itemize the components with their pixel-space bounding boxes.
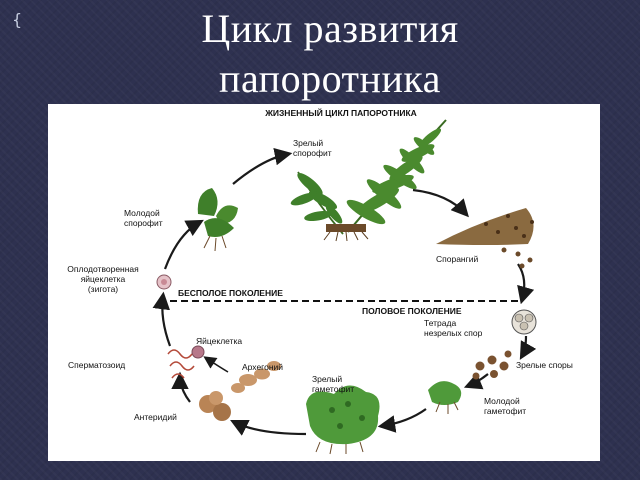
arrow-sporangium-to-tetrad [517,263,535,305]
archegonium-image [231,361,281,393]
label-egg-cell: Яйцеклетка [196,336,243,346]
cycle-arrows [152,147,537,436]
label-asexual-generation: БЕСПОЛОЕ ПОКОЛЕНИЕ [178,288,283,298]
arrow-zygote-to-young-sporophyte [163,219,204,270]
egg-cell-image [191,345,205,359]
tetrad-image [511,309,537,335]
zygote-image [156,274,172,290]
label-sporangium: Спорангий [436,254,479,264]
spermatozoid-image [167,349,195,379]
young-sporophyte-image [197,188,238,252]
arrow-gametophyte-to-antheridium [230,420,307,436]
label-zygote: Оплодотворенная яйцеклетка (зигота) [67,264,139,294]
slide-brace-icon: { [12,10,23,29]
arrow-antheridium-to-sperm [171,371,191,403]
diagram-header: ЖИЗНЕННЫЙ ЦИКЛ ПАПОРОТНИКА [265,108,417,118]
slide-title: Цикл развития папоротника [201,6,459,101]
label-spermatozoid: Сперматозоид [68,360,126,370]
label-young-sporophyte: Молодой спорофит [124,208,163,228]
diagram-artwork [152,119,537,455]
mature-sporophyte-image [290,119,447,242]
arrow-sporophyte-to-sporangium [412,188,469,218]
young-gametophyte-image [428,381,462,414]
arrow-young-to-mature-gametophyte [377,408,427,433]
arrow-sperm-to-zygote [152,291,172,347]
arrow-tetrad-to-spores [519,335,537,360]
label-tetrad: Тетрада незрелых спор [424,318,483,338]
label-sexual-generation: ПОЛОВОЕ ПОКОЛЕНИЕ [362,306,462,316]
label-mature-spores: Зрелые споры [516,360,573,370]
mature-spores-image [472,350,512,380]
label-young-gametophyte: Молодой гаметофит [484,396,527,416]
arrow-young-sporophyte-to-mature [232,147,293,185]
antheridium-image [199,391,231,421]
arrow-archegonium-to-egg [203,356,229,373]
fern-life-cycle-diagram: ЖИЗНЕННЫЙ ЦИКЛ ПАПОРОТНИКА БЕСПОЛОЕ ПОКО… [48,104,600,461]
arrow-spores-to-young-gametophyte [463,372,489,390]
label-archegonium: Архегоний [242,362,284,372]
sporangium-image [436,208,534,269]
label-antheridium: Антеридий [134,412,177,422]
label-mature-sporophyte: Зрелый спорофит [293,138,332,158]
mature-gametophyte-image [306,385,380,455]
label-mature-gametophyte: Зрелый гаметофит [312,374,355,394]
